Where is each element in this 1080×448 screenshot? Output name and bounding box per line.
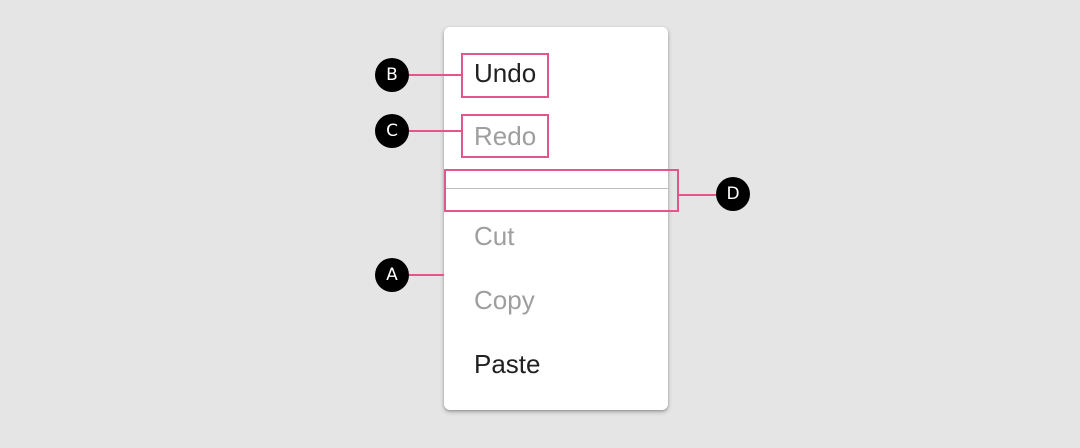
leader-line-a xyxy=(409,274,444,276)
callout-marker-b: B xyxy=(375,58,409,92)
menu-divider xyxy=(444,188,668,189)
menu-item-paste[interactable]: Paste xyxy=(474,349,541,379)
leader-line-b xyxy=(409,74,461,76)
menu-item-cut: Cut xyxy=(474,221,515,251)
annotation-box-b xyxy=(461,53,549,98)
callout-marker-a: A xyxy=(375,258,409,292)
menu-item-redo: Redo xyxy=(474,121,537,151)
annotation-box-d xyxy=(444,169,679,212)
leader-line-c xyxy=(409,130,461,132)
callout-marker-d: D xyxy=(716,177,750,211)
annotation-box-c xyxy=(461,114,549,158)
menu-item-copy: Copy xyxy=(474,285,535,315)
callout-marker-c: C xyxy=(375,114,409,148)
menu-item-undo[interactable]: Undo xyxy=(474,58,537,88)
context-menu: Undo Redo Cut Copy Paste xyxy=(444,27,668,410)
leader-line-d xyxy=(679,194,716,196)
